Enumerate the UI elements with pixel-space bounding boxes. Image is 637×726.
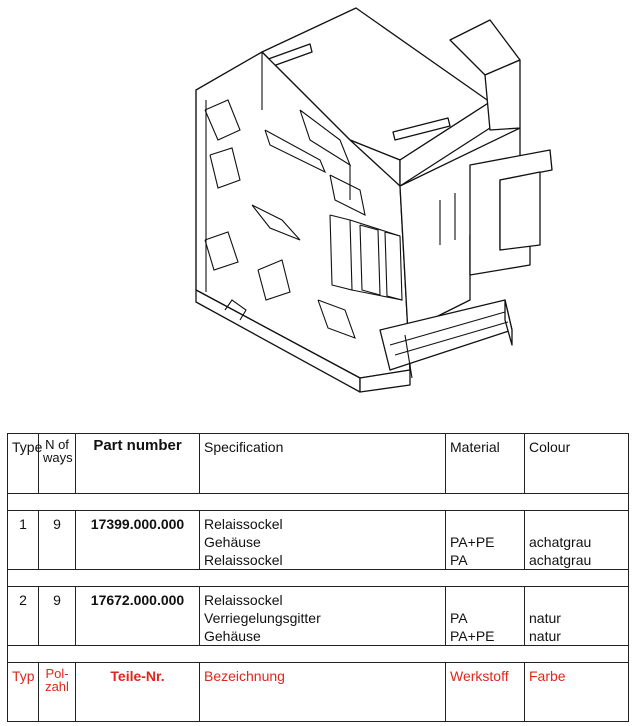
row-type: 2: [7, 586, 39, 646]
row-colour: natur natur: [524, 586, 629, 646]
footer-type: Typ: [7, 662, 39, 722]
colour-line: natur: [529, 628, 561, 644]
footer-specification: Bezeichnung: [199, 662, 446, 722]
relay-socket-drawing: [195, 7, 553, 393]
row-specification: Relaissockel Gehäuse Relaissockel: [199, 510, 446, 570]
parts-table: Type N of ways Part number Specification…: [7, 433, 629, 722]
spec-line: Relaissockel: [204, 516, 283, 532]
header-colour: Colour: [524, 433, 629, 494]
footer-colour: Farbe: [524, 662, 629, 722]
header-ways: N of ways: [38, 433, 76, 494]
row-specification: Relaissockel Verriegelungsgitter Gehäuse: [199, 586, 446, 646]
spec-line: Relaissockel: [204, 592, 283, 608]
material-line: PA: [450, 552, 468, 568]
footer-ways: Pol-zahl: [38, 662, 76, 722]
row-type: 1: [7, 510, 39, 570]
table-row: 1 9 17399.000.000 Relaissockel Gehäuse R…: [7, 510, 629, 570]
footer-material: Werkstoff: [445, 662, 525, 722]
spacer-row: [7, 645, 629, 663]
table-header-row: Type N of ways Part number Specification…: [7, 433, 629, 494]
spec-line: Gehäuse: [204, 628, 261, 644]
row-part-number: 17399.000.000: [75, 510, 200, 570]
colour-line: achatgrau: [529, 552, 592, 568]
header-type: Type: [7, 433, 42, 494]
row-material: PA+PE PA: [445, 510, 525, 570]
footer-part-number: Teile-Nr.: [75, 662, 200, 722]
header-part-number: Part number: [75, 433, 200, 494]
spec-line: Verriegelungsgitter: [204, 610, 321, 626]
spacer-row: [7, 569, 629, 587]
header-material: Material: [445, 433, 525, 494]
german-footer-row: Typ Pol-zahl Teile-Nr. Bezeichnung Werks…: [7, 662, 629, 722]
spec-line: Relaissockel: [204, 552, 283, 568]
colour-line: achatgrau: [529, 534, 592, 550]
header-specification: Specification: [199, 433, 446, 494]
row-material: PA PA+PE: [445, 586, 525, 646]
table-row: 2 9 17672.000.000 Relaissockel Verriegel…: [7, 586, 629, 646]
spec-line: Gehäuse: [204, 534, 261, 550]
colour-line: natur: [529, 610, 561, 626]
row-colour: achatgrau achatgrau: [524, 510, 629, 570]
material-line: PA+PE: [450, 628, 495, 644]
material-line: PA+PE: [450, 534, 495, 550]
row-ways: 9: [38, 586, 76, 646]
spacer-row: [7, 493, 629, 511]
row-ways: 9: [38, 510, 76, 570]
material-line: PA: [450, 610, 468, 626]
row-part-number: 17672.000.000: [75, 586, 200, 646]
